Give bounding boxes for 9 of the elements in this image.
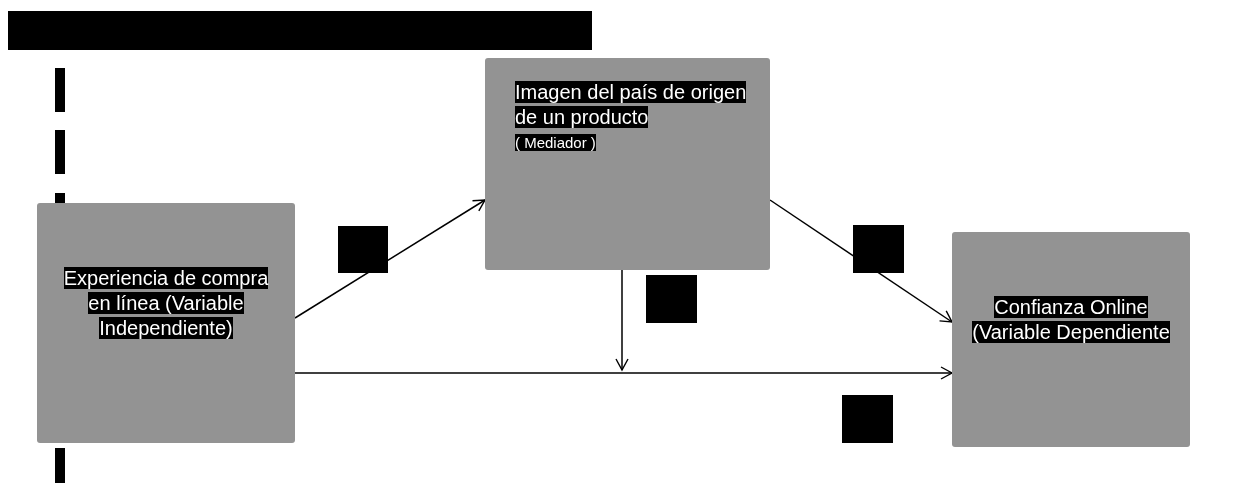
variable-label: Imagen del país de origen de un producto <box>515 80 748 130</box>
variable-label: Confianza Online (Variable Dependiente <box>971 294 1171 345</box>
arrow <box>294 366 953 380</box>
arrow <box>615 269 629 371</box>
variable-box <box>485 58 770 270</box>
role-label: ( Mediador ) <box>515 134 596 153</box>
variable-box <box>952 232 1190 447</box>
variable-box <box>37 203 295 443</box>
arrow <box>294 199 486 319</box>
